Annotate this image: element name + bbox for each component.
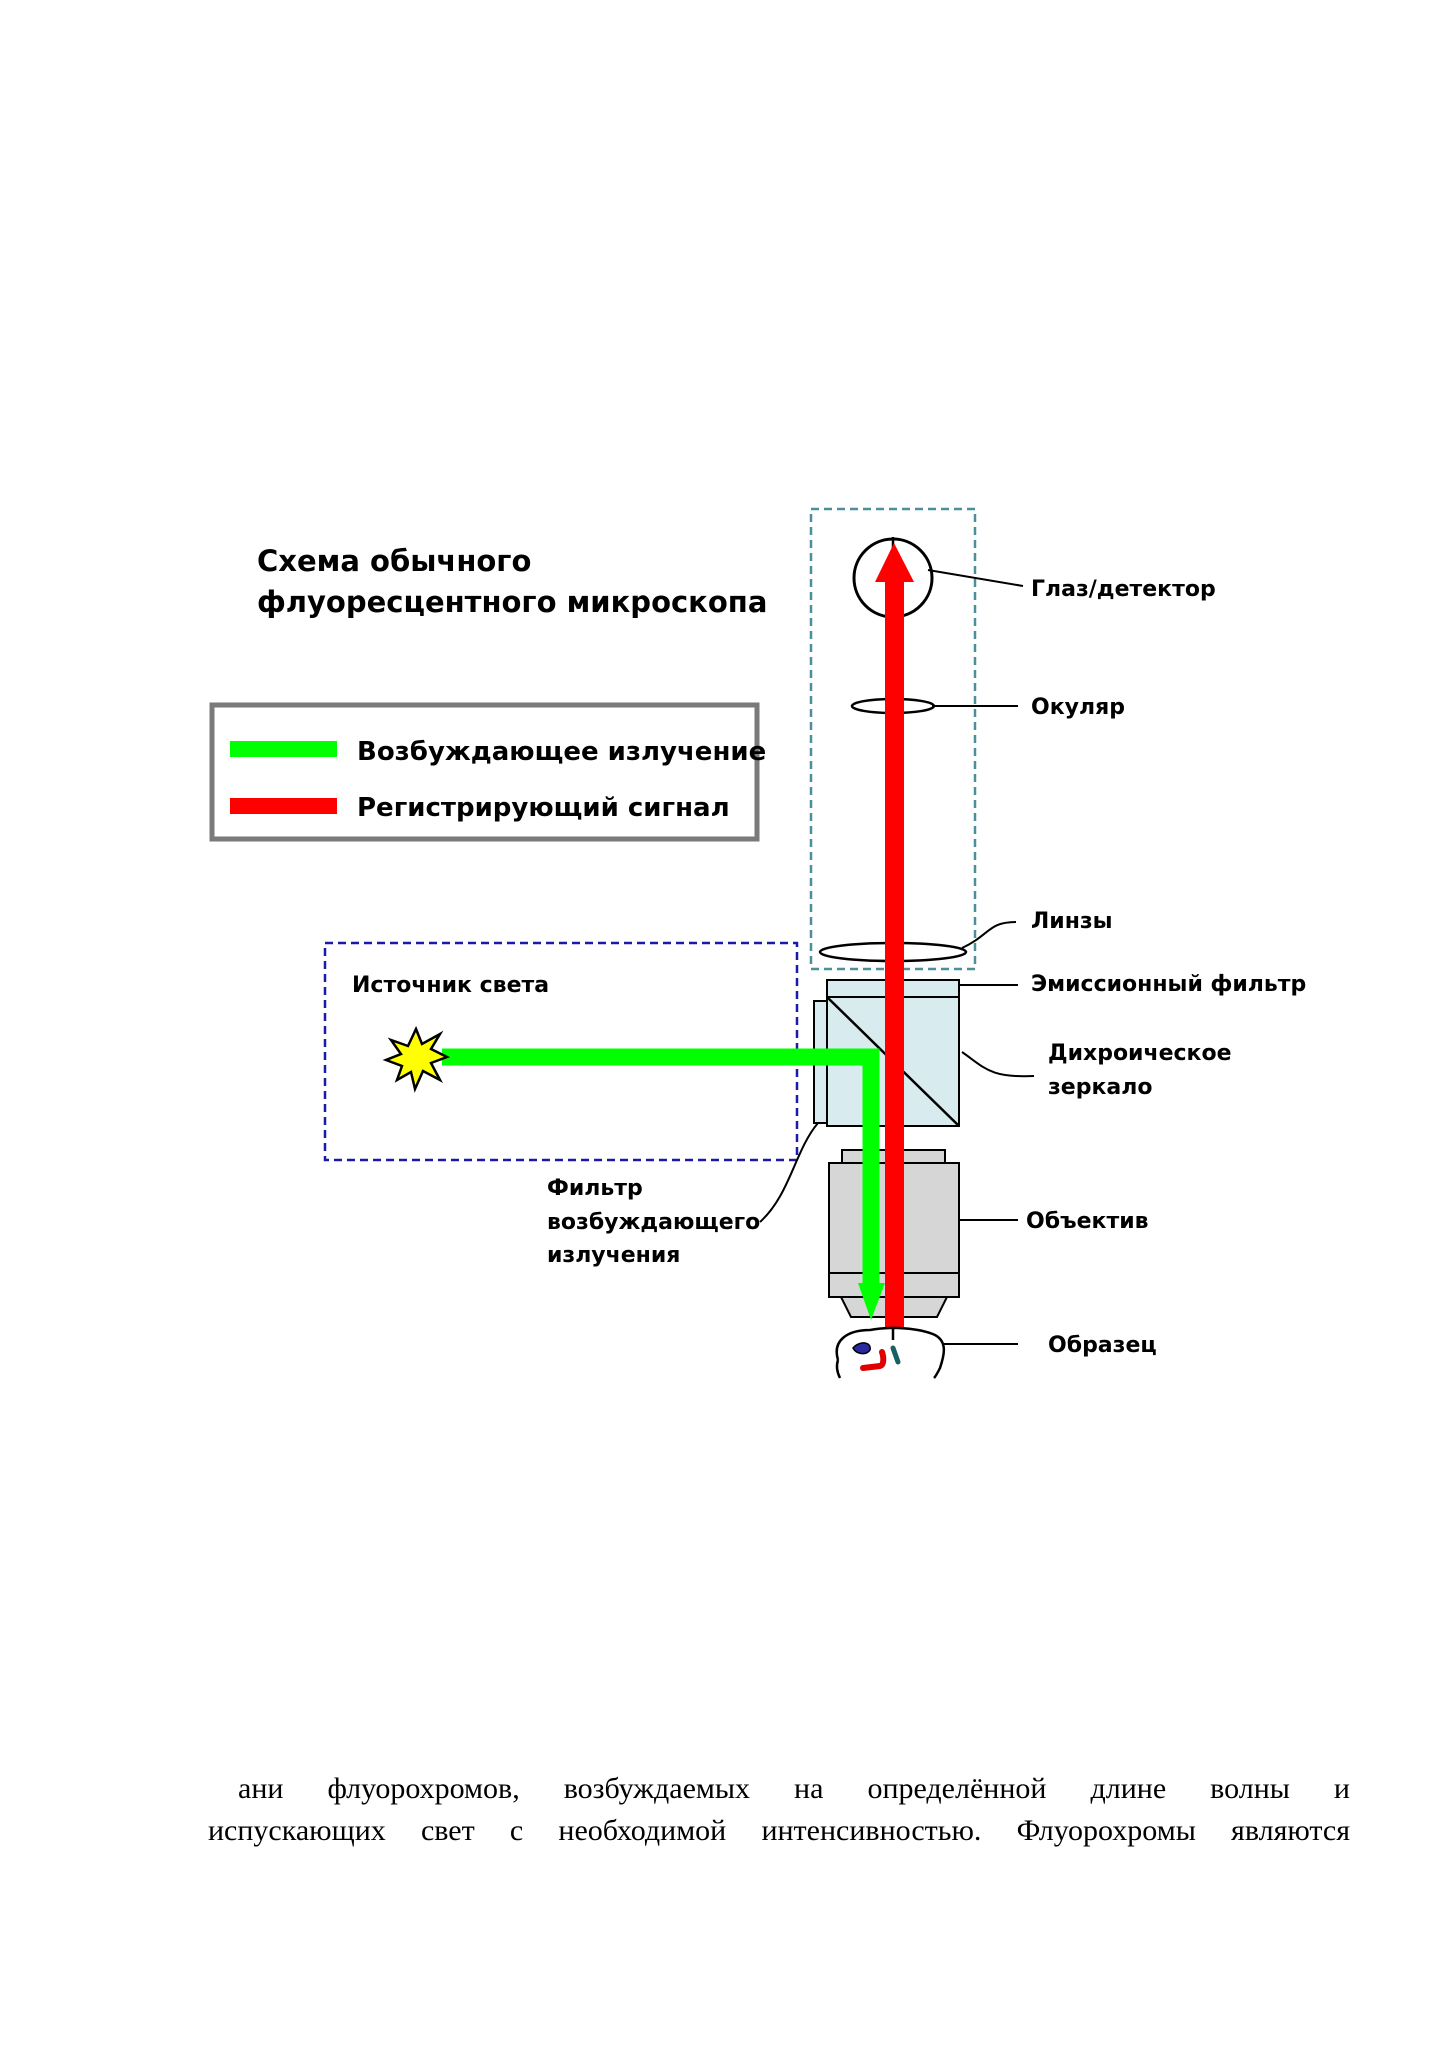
signal-arrow bbox=[875, 543, 914, 1327]
leader-excitation-filter bbox=[759, 1122, 819, 1223]
label-dichroic-line1: Дихроическое bbox=[1048, 1041, 1232, 1066]
excitation-arrow-head bbox=[858, 1283, 885, 1320]
leader-dichroic bbox=[961, 1051, 1035, 1078]
legend-excitation-label: Возбуждающее излучение bbox=[357, 737, 766, 767]
label-dichroic-line2: зеркало bbox=[1048, 1075, 1152, 1100]
legend-signal-label: Регистрирующий сигнал bbox=[357, 793, 730, 823]
label-excitation-filter-line3: излучения bbox=[547, 1243, 680, 1268]
leader-lines bbox=[759, 569, 1035, 1345]
label-eye-detector: Глаз/детектор bbox=[1031, 577, 1216, 602]
sample-outline bbox=[835, 1326, 946, 1379]
label-light-source: Источник света bbox=[352, 973, 549, 998]
body-text-line2: испускающих свет с необходимой интенсивн… bbox=[208, 1814, 1350, 1847]
legend-frame bbox=[209, 702, 760, 842]
label-emission-filter: Эмиссионный фильтр bbox=[1031, 972, 1306, 997]
sample-cell-teal bbox=[890, 1345, 901, 1365]
body-paragraph: ани флуорохромов, возбуждаемых на опреде… bbox=[208, 1768, 1350, 1852]
legend-signal-swatch bbox=[230, 798, 337, 814]
excitation-beam bbox=[442, 1048, 880, 1287]
light-source-star bbox=[382, 1025, 451, 1093]
leader-lenses bbox=[961, 921, 1017, 949]
label-eyepiece: Окуляр bbox=[1031, 695, 1125, 720]
signal-arrow-head bbox=[875, 543, 914, 582]
diagram-title-line2: флуоресцентного микроскопа bbox=[257, 585, 767, 619]
body-text-line1: ани флуорохромов, возбуждаемых на опреде… bbox=[238, 1772, 1350, 1805]
legend-excitation-swatch bbox=[230, 741, 337, 757]
light-source-box bbox=[323, 941, 799, 1162]
diagram-title-line1: Схема обычного bbox=[257, 544, 531, 578]
label-excitation-filter-line1: Фильтр bbox=[547, 1176, 643, 1201]
label-lenses: Линзы bbox=[1031, 909, 1113, 934]
sample-outline-left bbox=[835, 1359, 842, 1379]
signal-arrow-shaft bbox=[885, 580, 904, 1327]
sample-cell-red bbox=[860, 1349, 887, 1371]
label-excitation-filter-line2: возбуждающего bbox=[547, 1210, 760, 1235]
sample bbox=[835, 1326, 946, 1379]
legend: Возбуждающее излучение Регистрирующий си… bbox=[209, 702, 766, 842]
excitation-path bbox=[442, 1048, 885, 1320]
leader-eye-detector bbox=[927, 569, 1024, 587]
label-objective: Объектив bbox=[1026, 1209, 1149, 1234]
label-sample: Образец bbox=[1048, 1333, 1157, 1358]
sample-cell-blue bbox=[852, 1342, 871, 1355]
